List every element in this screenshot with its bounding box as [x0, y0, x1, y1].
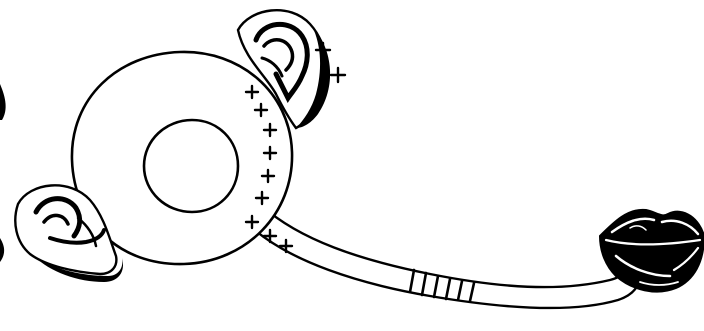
cable: [250, 206, 640, 308]
tick-mark-icon: [410, 270, 474, 301]
left-edge-mark: [0, 84, 6, 262]
